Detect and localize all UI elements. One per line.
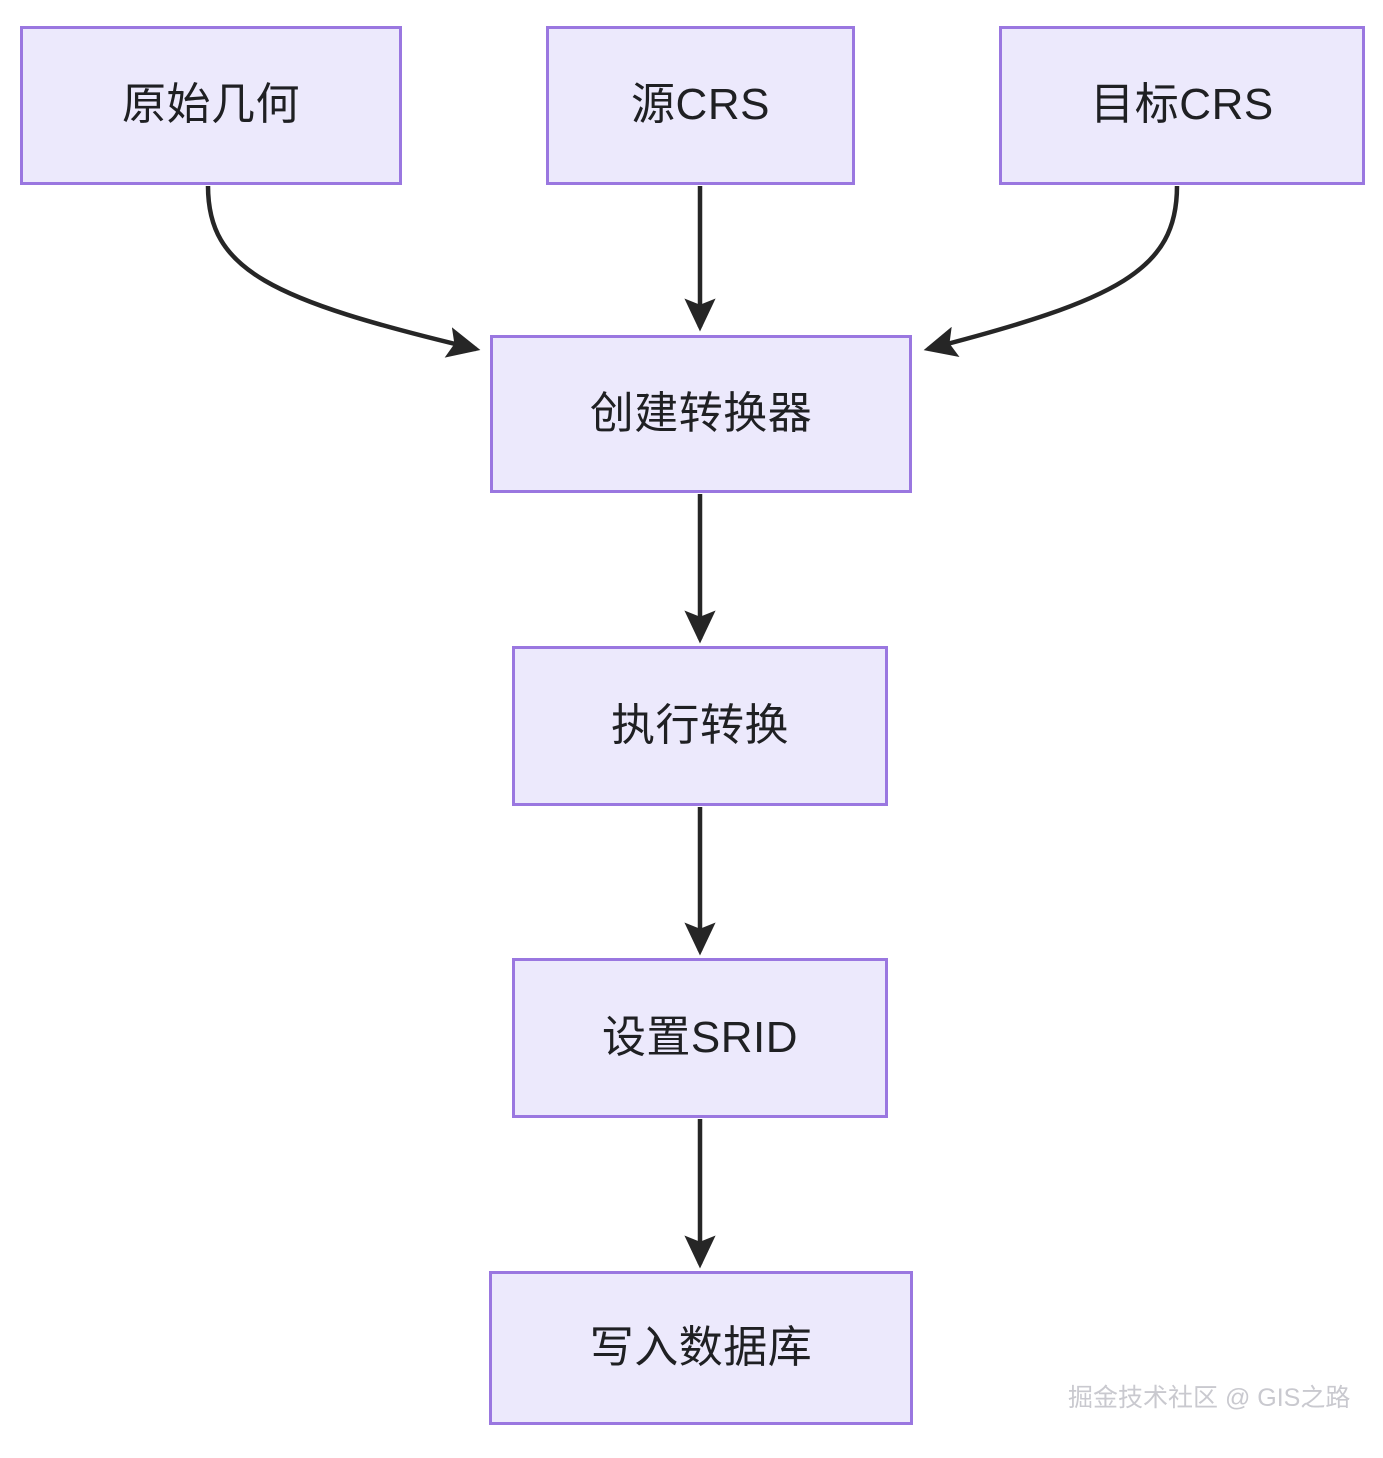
edge-source-geometry-to-create-transformer	[205, 185, 481, 358]
node-set-srid[interactable]: 设置SRID	[512, 958, 888, 1118]
node-label: 源CRS	[631, 80, 770, 130]
watermark: 掘金技术社区 @ GIS之路	[1068, 1384, 1351, 1412]
node-label: 创建转换器	[589, 388, 813, 438]
node-label: 目标CRS	[1090, 80, 1274, 130]
node-label: 原始几何	[122, 80, 300, 130]
node-source-crs[interactable]: 源CRS	[546, 26, 855, 185]
node-label: 执行转换	[611, 700, 789, 750]
node-execute-transform[interactable]: 执行转换	[512, 646, 888, 806]
node-write-db[interactable]: 写入数据库	[489, 1271, 913, 1425]
node-source-geometry[interactable]: 原始几何	[20, 26, 402, 185]
node-label: 设置SRID	[601, 1012, 799, 1062]
node-label: 写入数据库	[589, 1322, 813, 1372]
node-create-transformer[interactable]: 创建转换器	[490, 335, 912, 493]
edge-target-crs-to-create-transformer	[923, 185, 1180, 357]
node-target-crs[interactable]: 目标CRS	[999, 26, 1365, 185]
